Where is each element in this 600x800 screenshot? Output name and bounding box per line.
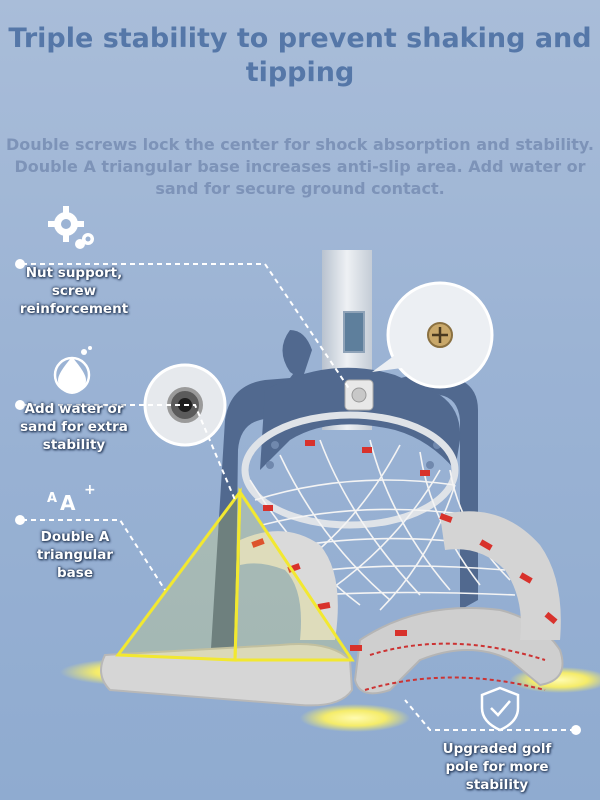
callout-lines xyxy=(22,263,575,731)
pole-panel xyxy=(343,311,365,353)
feature-label-water-sand: Add water or sand for extra stability xyxy=(20,401,128,453)
screw-zoom-callout xyxy=(372,281,494,389)
center-bolt xyxy=(344,379,374,411)
feature-label-golf-pole: Upgraded golf pole for more stability xyxy=(442,741,552,793)
svg-text:A: A xyxy=(47,491,57,506)
svg-text:+: + xyxy=(84,482,96,498)
feature-label-nut-support: Nut support, screw reinforcement xyxy=(19,265,129,317)
triangle-letters-icon: A A + xyxy=(47,482,96,515)
callout-dots xyxy=(15,259,581,735)
navy-frame xyxy=(210,330,478,665)
water-drops-icon xyxy=(53,346,92,394)
gray-base xyxy=(100,511,564,707)
hoop-ring xyxy=(241,411,459,529)
shield-check-icon xyxy=(480,686,520,732)
page-subtitle: Double screws lock the center for shock … xyxy=(6,135,594,198)
double-a-triangles xyxy=(115,487,355,662)
page-title: Triple stability to prevent shaking and … xyxy=(8,23,592,88)
svg-text:A: A xyxy=(60,491,76,515)
feature-label-double-a-base: Double A triangular base xyxy=(36,529,114,581)
gears-icon xyxy=(48,206,94,249)
